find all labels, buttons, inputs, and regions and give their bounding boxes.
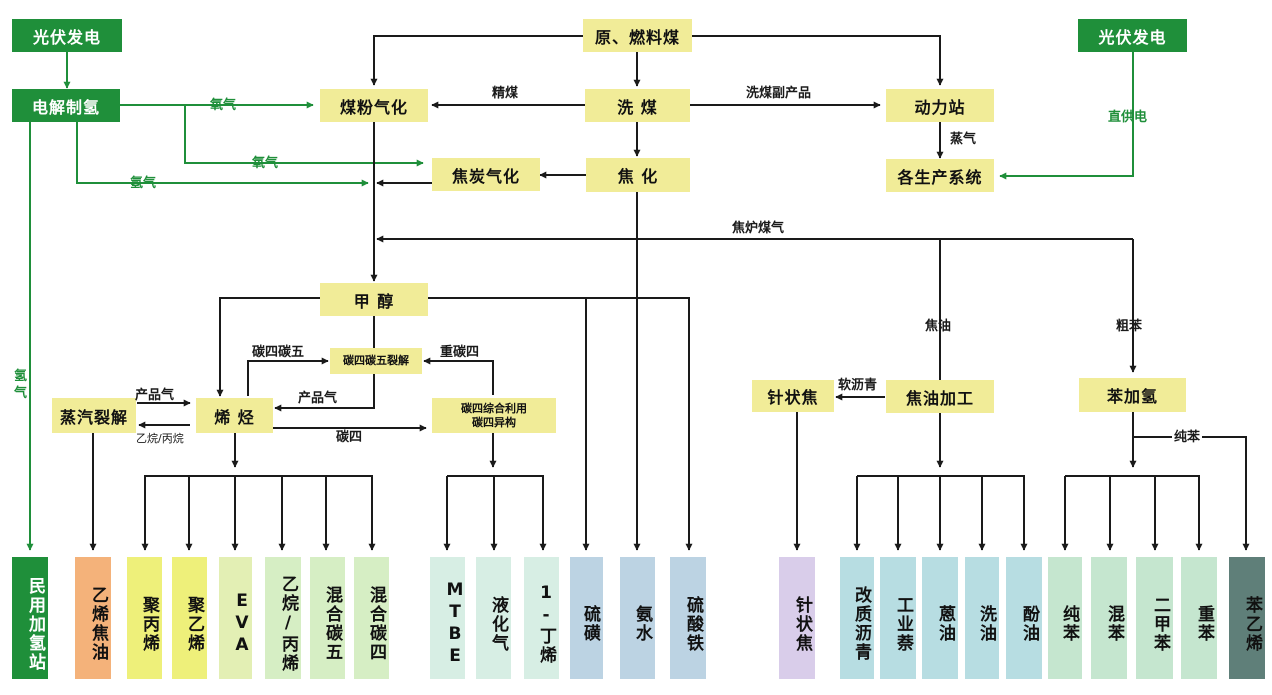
pv-power-right: 光伏发电 [1078,19,1187,52]
product-column: 液化气 [476,557,511,679]
label-ethane-propane: 乙烷/丙烷 [136,432,184,445]
steam-cracking-box: 蒸汽裂解 [52,398,136,433]
product-column: 工业萘 [880,557,916,679]
tar-processing-box: 焦油加工 [886,380,994,413]
label-direct-power: 直供电 [1108,110,1148,125]
benzene-hydrogenation-box: 苯加氢 [1079,378,1186,412]
product-column: 苯乙烯 [1229,557,1265,679]
label-c4: 碳四 [336,430,363,445]
coke-gasification-box: 焦炭气化 [432,158,540,191]
product-column: 针状焦 [779,557,815,679]
product-column: 乙烷/丙烯 [265,557,301,679]
product-column: 酚油 [1006,557,1042,679]
product-column: 1-丁烯 [524,557,559,679]
label-oxygen-2: 氧气 [252,156,279,171]
green-flow-lines [26,52,1134,551]
product-column: EVA [219,557,252,679]
product-column: 聚乙烯 [172,557,207,679]
label-hydrogen-1: 氢气 [130,176,157,191]
label-c4-c5: 碳四碳五 [252,345,305,360]
c4-utilization-line2: 碳四异构 [472,415,516,429]
product-column: 蒽油 [922,557,958,679]
product-column: 混合碳五 [310,557,345,679]
product-column: 氨水 [620,557,655,679]
label-heavy-c4: 重碳四 [440,345,480,360]
methanol-box: 甲 醇 [320,283,428,316]
label-wash-byproduct: 洗煤副产品 [746,86,812,101]
label-oxygen-1: 氧气 [210,98,237,113]
coal-washing-box: 洗 煤 [585,89,690,122]
c4-utilization-line1: 碳四综合利用 [461,401,527,415]
product-column: MTBE [430,557,465,679]
label-product-gas-2: 产品气 [298,391,338,406]
c4-utilization-box: 碳四综合利用 碳四异构 [432,398,556,433]
label-soft-pitch: 软沥青 [838,378,878,393]
product-column: 混合碳四 [354,557,389,679]
label-fine-coal: 精煤 [492,86,519,101]
product-column: 纯苯 [1048,557,1082,679]
pv-power-left: 光伏发电 [12,19,122,52]
needle-coke-box: 针状焦 [752,380,834,412]
product-column: 混苯 [1091,557,1127,679]
label-hydrogen-vertical: 氢气 [14,369,28,401]
product-column: 聚丙烯 [127,557,162,679]
product-column: 改质沥青 [840,557,874,679]
production-systems-box: 各生产系统 [886,159,994,192]
product-column: 二甲苯 [1136,557,1173,679]
product-column: 重苯 [1181,557,1217,679]
label-pure-benzene: 纯苯 [1172,430,1203,445]
product-column: 硫酸铁 [670,557,706,679]
electrolysis-hydrogen-box: 电解制氢 [12,89,120,122]
power-station-box: 动力站 [886,89,994,122]
olefins-box: 烯 烃 [196,398,273,433]
label-steam: 蒸气 [950,132,977,147]
product-column: 洗油 [965,557,999,679]
label-product-gas-1: 产品气 [135,388,175,403]
coal-gasification-box: 煤粉气化 [320,89,428,122]
coking-box: 焦 化 [586,158,690,192]
raw-fuel-coal-box: 原、燃料煤 [583,19,692,52]
c4-c5-cracking-box: 碳四碳五裂解 [330,348,422,374]
product-column: 民用加氢站 [12,557,48,679]
label-crude-benzene: 粗苯 [1116,319,1143,334]
label-coke-oven-gas: 焦炉煤气 [732,221,785,236]
label-tar: 焦油 [925,319,952,334]
product-column: 硫磺 [570,557,603,679]
process-flow-lines [89,35,1250,551]
product-column: 乙烯焦油 [75,557,111,679]
